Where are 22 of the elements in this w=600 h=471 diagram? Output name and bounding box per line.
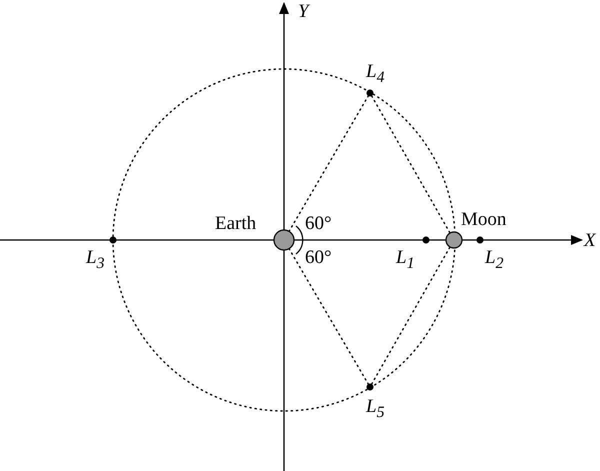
point-label: Moon (461, 210, 506, 229)
connector-line (288, 248, 369, 385)
angle-label: 60° (305, 214, 332, 233)
point-marker (422, 236, 430, 244)
point-marker (110, 236, 116, 244)
connector-line (371, 246, 451, 385)
body-circle (445, 231, 463, 249)
point-marker (476, 236, 484, 244)
body-circle (273, 229, 295, 251)
point-label: L$_{2}$ (485, 248, 504, 272)
point-marker (366, 90, 374, 96)
point-marker (366, 384, 374, 390)
point-label: L$_{1}$ (396, 248, 414, 272)
point-label: Earth (215, 214, 256, 233)
connector-line (371, 95, 451, 234)
point-label: L$_{3}$ (86, 248, 104, 272)
point-label: L$_{5}$ (366, 397, 384, 421)
point-label: L$_{4}$ (366, 62, 384, 86)
axis-label: Y (298, 2, 309, 21)
angle-label: 60° (305, 248, 332, 267)
axis-label: X (584, 231, 596, 250)
connector-line (288, 95, 369, 232)
